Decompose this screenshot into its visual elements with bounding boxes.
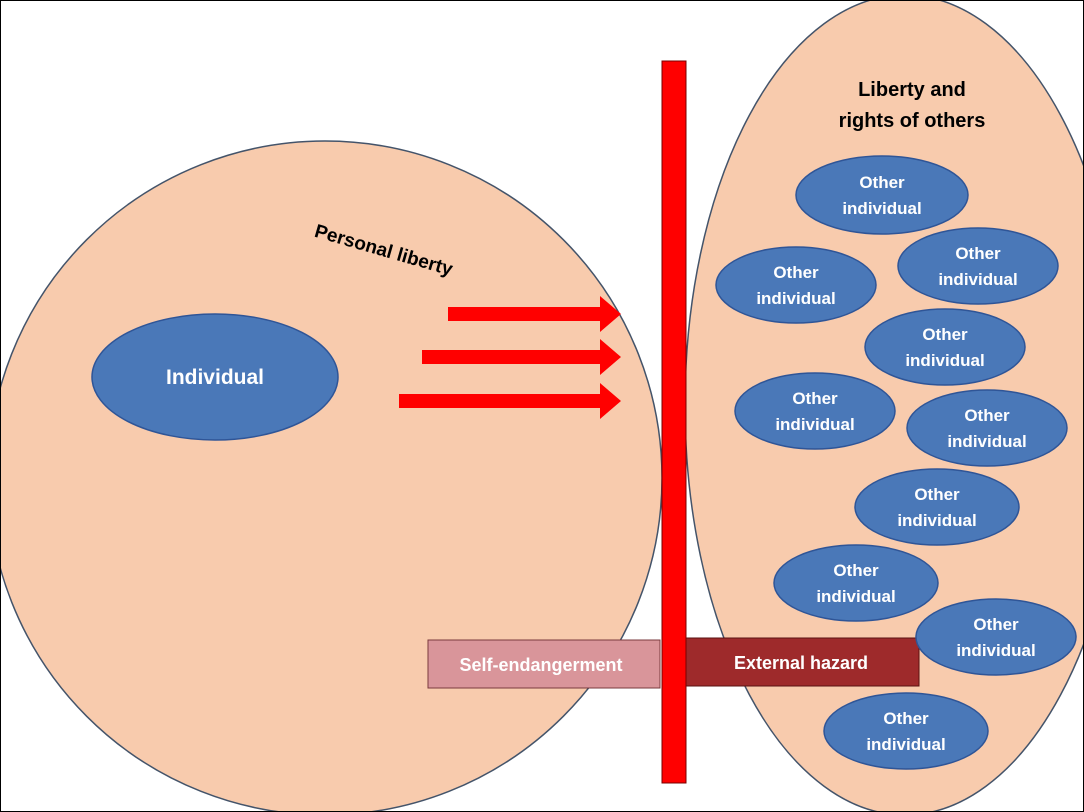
other-individual-ellipse (823, 692, 989, 770)
external-hazard-box (685, 637, 920, 687)
other-individual: Other individual (734, 372, 896, 450)
other-individual-label-line1: Other (973, 615, 1019, 634)
other-individual-ellipse (773, 544, 939, 622)
other-individual-label-line2: individual (956, 641, 1035, 660)
others-title-line2: rights of others (839, 110, 986, 132)
other-individual-label-line1: Other (833, 561, 879, 580)
other-individual-label-line1: Other (883, 709, 929, 728)
liberty-arrow-2 (422, 339, 621, 375)
other-individual-label-line2: individual (938, 270, 1017, 289)
other-individual-label-line1: Other (964, 406, 1010, 425)
other-individual-ellipse (897, 227, 1059, 305)
other-individual: Other individual (897, 227, 1059, 305)
self-endangerment-box (427, 639, 661, 689)
individual-label: Individual (166, 366, 264, 389)
others-title-line1: Liberty and (858, 79, 966, 101)
other-individual-ellipse (715, 246, 877, 324)
other-individual-label-line2: individual (756, 289, 835, 308)
other-individual-label-line2: individual (816, 587, 895, 606)
other-individual-label-line1: Other (955, 244, 1001, 263)
barrier-line (661, 60, 687, 784)
other-individual-label-line2: individual (842, 199, 921, 218)
other-individual-label-line1: Other (792, 389, 838, 408)
liberty-arrow-3 (399, 383, 621, 419)
other-individual: Other individual (773, 544, 939, 622)
other-individual-ellipse (854, 468, 1020, 546)
other-individual-label-line1: Other (773, 263, 819, 282)
other-individual-ellipse (906, 389, 1068, 467)
other-individual: Other individual (823, 692, 989, 770)
external-hazard-label: External hazard (734, 653, 868, 673)
other-individual-label-line1: Other (859, 173, 905, 192)
other-individual-ellipse (864, 308, 1026, 386)
liberty-arrow-1 (448, 296, 621, 332)
other-individual: Other individual (795, 155, 969, 235)
other-individual: Other individual (715, 246, 877, 324)
other-individual-label-line2: individual (905, 351, 984, 370)
other-individual: Other individual (854, 468, 1020, 546)
self-endangerment-label: Self-endangerment (459, 655, 622, 675)
other-individual-label-line2: individual (897, 511, 976, 530)
other-individual: Other individual (906, 389, 1068, 467)
other-individual-label-line2: individual (775, 415, 854, 434)
other-individual-ellipse (915, 598, 1077, 676)
other-individual: Other individual (864, 308, 1026, 386)
other-individual-label-line1: Other (922, 325, 968, 344)
individual-ellipse (91, 313, 339, 441)
other-individual-ellipse (734, 372, 896, 450)
other-individual-label-line2: individual (947, 432, 1026, 451)
other-individual-label-line2: individual (866, 735, 945, 754)
other-individual: Other individual (915, 598, 1077, 676)
other-individual-ellipse (795, 155, 969, 235)
other-individual-label-line1: Other (914, 485, 960, 504)
